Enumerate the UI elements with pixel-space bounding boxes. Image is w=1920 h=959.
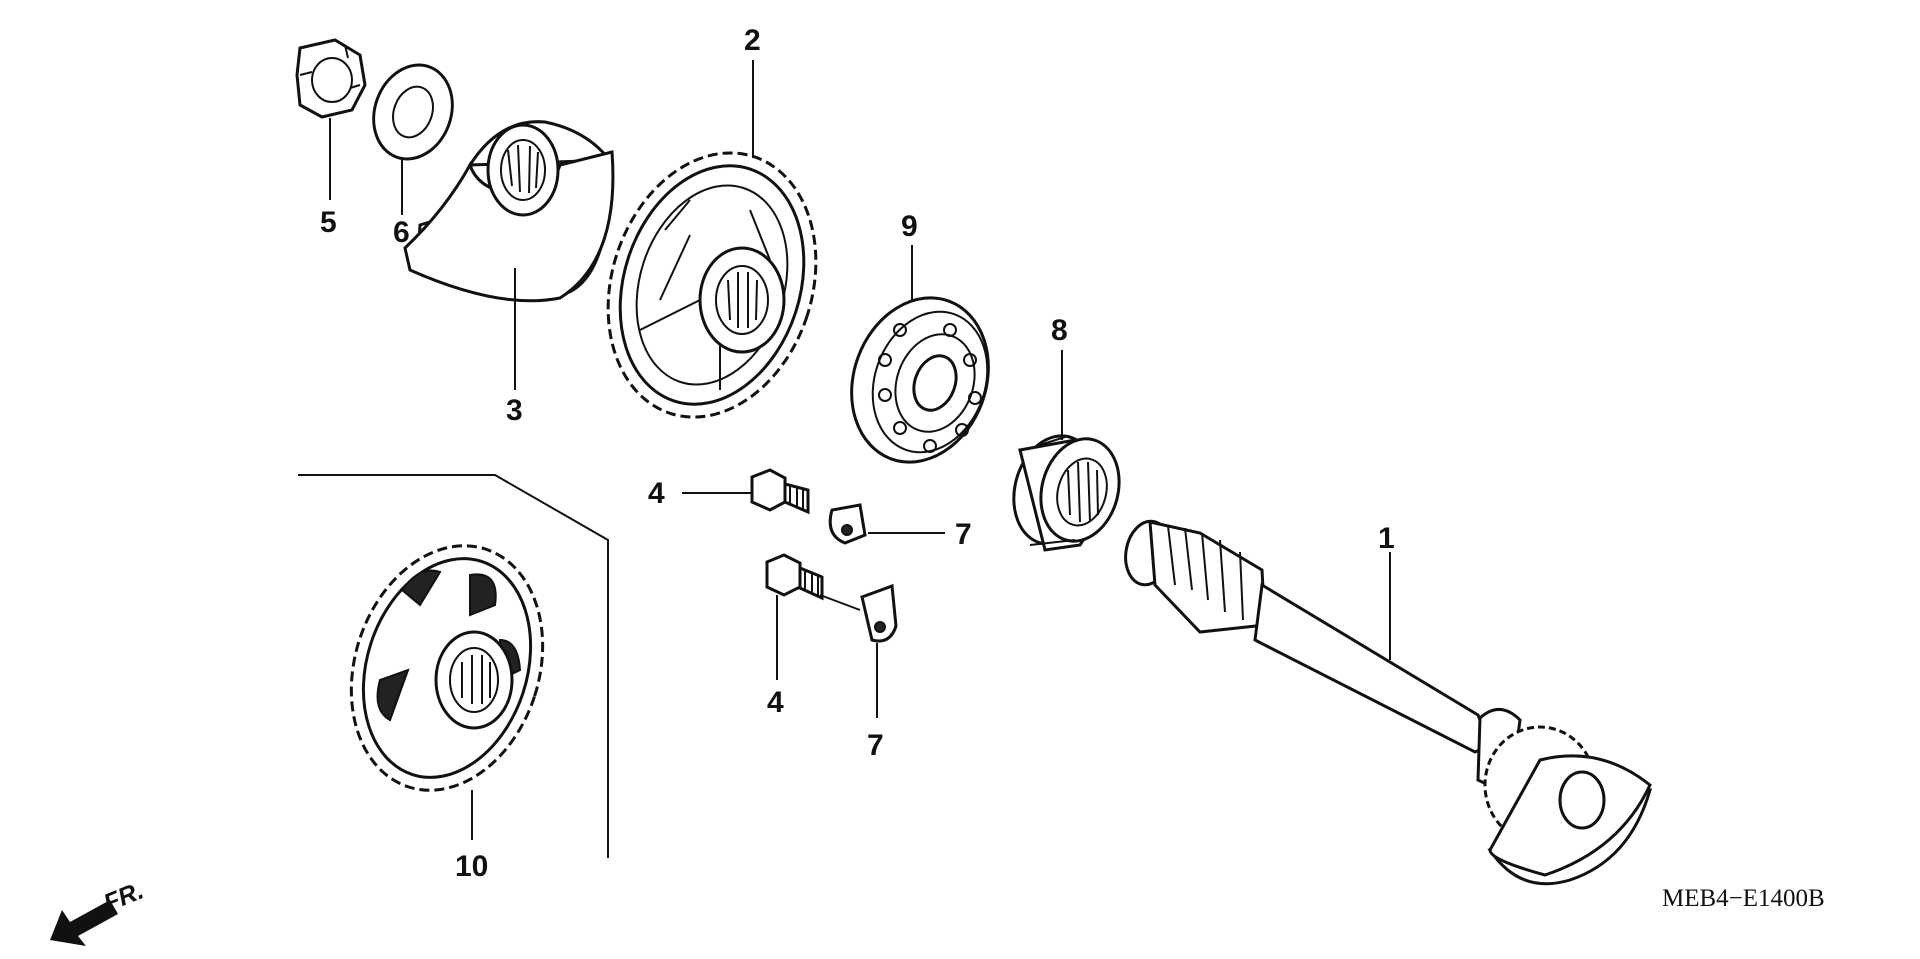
diagram-code: MEB4−E1400B	[1662, 885, 1825, 912]
ball-bearing-icon	[850, 296, 990, 464]
gear-icon	[349, 544, 545, 792]
gear-icon	[606, 151, 818, 419]
section-divider	[298, 474, 609, 858]
callout-4-upper: 4	[648, 477, 665, 510]
callout-2: 2	[744, 24, 761, 57]
callout-5: 5	[320, 206, 337, 239]
callout-3: 3	[506, 394, 523, 427]
shaft-icon	[1124, 519, 1652, 886]
tab-icon	[828, 503, 867, 545]
needle-bearing-icon	[1012, 434, 1121, 552]
callout-8: 8	[1051, 314, 1068, 347]
front-direction-arrow-icon	[50, 900, 118, 946]
bolt-icon	[750, 468, 810, 515]
callout-1: 1	[1378, 522, 1395, 555]
callout-4-lower: 4	[767, 686, 784, 719]
tab-icon	[819, 583, 898, 643]
washer-icon	[372, 63, 454, 161]
direction-label: FR.	[100, 877, 148, 918]
nut-icon	[295, 38, 367, 119]
callout-7-upper: 7	[955, 518, 972, 551]
plate-icon	[403, 120, 615, 303]
callout-6: 6	[393, 216, 410, 249]
callout-10: 10	[455, 850, 488, 883]
bolt-icon	[765, 553, 824, 601]
callout-7-lower: 7	[867, 729, 884, 762]
callout-9: 9	[901, 210, 918, 243]
